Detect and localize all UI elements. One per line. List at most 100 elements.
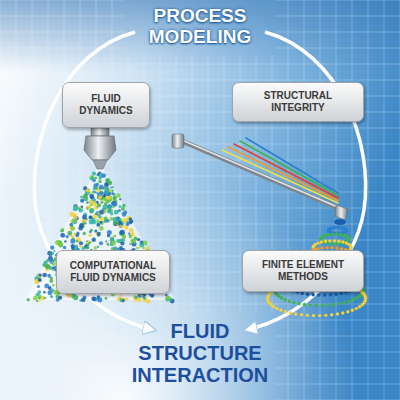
droplet <box>38 300 41 303</box>
ring-droplet <box>283 298 286 301</box>
droplet <box>38 278 42 282</box>
droplet <box>80 199 84 203</box>
droplet <box>50 245 54 249</box>
process-box: STRUCTURAL INTEGRITY <box>232 82 364 122</box>
droplet <box>27 298 30 301</box>
droplet <box>62 228 64 230</box>
droplet <box>92 198 96 202</box>
ring-droplet <box>292 301 295 304</box>
droplet <box>38 297 41 300</box>
droplet <box>98 215 102 219</box>
droplet <box>96 223 100 227</box>
ring-droplet <box>337 240 340 243</box>
ring-droplet <box>330 313 333 316</box>
droplet <box>100 201 103 204</box>
droplet <box>73 233 76 236</box>
droplet <box>95 187 98 190</box>
pipe <box>182 141 340 209</box>
grid-line <box>0 64 400 65</box>
ring-droplet <box>340 292 343 295</box>
droplet <box>81 206 83 208</box>
ring-droplet <box>309 303 312 306</box>
grid-line <box>352 0 353 400</box>
droplet <box>141 295 143 297</box>
ring-droplet <box>284 310 287 313</box>
droplet <box>74 213 77 216</box>
ring-droplet <box>314 304 317 307</box>
grid-line <box>160 0 161 400</box>
ring-droplet <box>324 314 327 317</box>
ring-droplet <box>328 239 331 242</box>
droplet <box>123 210 127 214</box>
droplet <box>69 223 73 227</box>
nozzle-body <box>84 136 116 160</box>
droplet <box>117 298 119 300</box>
ring-droplet <box>311 293 314 296</box>
droplet <box>130 238 135 243</box>
ring-droplet <box>326 303 329 306</box>
ring-droplet <box>352 298 355 301</box>
droplet <box>71 226 75 230</box>
ring-droplet <box>335 232 338 235</box>
droplet <box>94 206 98 210</box>
droplet <box>86 188 90 192</box>
grid-line <box>0 144 400 145</box>
ring-droplet <box>331 226 334 229</box>
droplet <box>105 297 108 300</box>
stress-streaks <box>222 138 338 203</box>
grid-line <box>288 0 289 400</box>
droplet <box>72 296 75 299</box>
ring-droplet <box>344 228 347 231</box>
droplet <box>122 218 127 223</box>
nozzle-fitting <box>91 128 109 136</box>
droplet <box>109 217 113 221</box>
droplet <box>79 223 84 228</box>
droplet <box>106 200 108 202</box>
ring-droplet <box>327 233 330 236</box>
process-box: COMPUTATIONAL FLUID DYNAMICS <box>56 250 170 294</box>
droplet <box>42 273 47 278</box>
grid-line <box>272 0 273 400</box>
droplet <box>113 196 116 199</box>
stress-streak <box>228 147 338 201</box>
droplet <box>52 284 55 287</box>
droplet <box>49 254 52 257</box>
droplet <box>112 186 114 188</box>
grid-line <box>0 80 400 81</box>
droplet <box>70 212 75 217</box>
droplet <box>108 205 112 209</box>
ring-droplet <box>279 309 282 312</box>
droplet <box>50 295 53 298</box>
droplet <box>118 219 121 222</box>
droplet <box>120 230 125 235</box>
droplet <box>87 205 89 207</box>
droplet <box>101 173 106 178</box>
droplet <box>107 234 110 237</box>
box-label: FINITE ELEMENT METHODS <box>257 259 349 284</box>
droplet <box>50 252 52 254</box>
ring-droplet <box>334 293 337 296</box>
droplet <box>82 215 87 220</box>
caption-wrap: FLUID STRUCTURE INTERACTION <box>0 320 400 386</box>
droplet <box>122 234 127 239</box>
droplet <box>91 296 96 301</box>
droplet <box>43 291 46 294</box>
droplet <box>63 246 66 249</box>
droplet <box>52 267 55 270</box>
droplet <box>98 180 101 183</box>
droplet <box>86 246 90 250</box>
grid-line <box>304 0 305 400</box>
droplet <box>119 298 122 301</box>
droplet <box>98 194 103 199</box>
ring-droplet <box>364 295 367 298</box>
ring-droplet <box>330 246 333 249</box>
droplet <box>89 208 94 213</box>
droplet <box>121 207 125 211</box>
droplet <box>110 186 112 188</box>
ring-droplet <box>332 303 335 306</box>
droplet <box>126 223 130 227</box>
droplet <box>104 198 107 201</box>
droplet <box>37 285 40 288</box>
